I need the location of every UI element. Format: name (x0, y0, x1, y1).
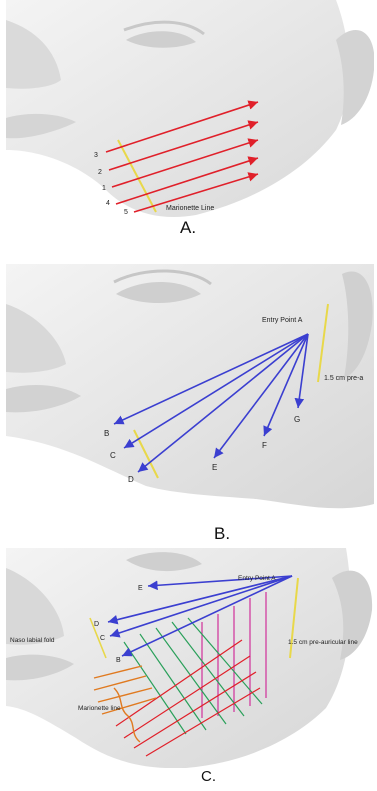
panel-b-illustration: Entry Point A 1.5 cm pre-a B C D E F G (6, 264, 374, 526)
panel-a: 3 2 1 4 5 Marionette Line (6, 0, 374, 222)
point-b-label: B (116, 657, 121, 664)
panel-a-illustration: 3 2 1 4 5 Marionette Line (6, 0, 374, 222)
point-d-label: D (128, 475, 134, 484)
nasolabial-label: Naso labial fold (10, 637, 55, 644)
vector-number-1: 1 (102, 185, 106, 192)
preauricular-label: 1.5 cm pre-a (324, 375, 363, 382)
caption-b: B. (214, 524, 230, 544)
point-g-label: G (294, 415, 300, 424)
point-e-label: E (212, 463, 217, 472)
point-b-label: B (104, 429, 109, 438)
panel-c: Entry Point A E D C B Naso labial fold 1… (6, 548, 374, 768)
point-c-label: C (110, 451, 116, 460)
panel-c-illustration: Entry Point A E D C B Naso labial fold 1… (6, 548, 374, 768)
preauricular-label: 1.5 cm pre-auricular line (288, 639, 358, 646)
vector-number-5: 5 (124, 209, 128, 216)
point-e-label: E (138, 585, 143, 592)
panel-b: Entry Point A 1.5 cm pre-a B C D E F G (6, 264, 374, 526)
vector-number-3: 3 (94, 152, 98, 159)
point-d-label: D (94, 621, 99, 628)
vector-number-2: 2 (98, 169, 102, 176)
marionette-line-label: Marionette Line (166, 205, 214, 212)
marionette-line-label: Marionette line (78, 705, 121, 712)
point-f-label: F (262, 441, 267, 450)
point-c-label: C (100, 635, 105, 642)
caption-a: A. (180, 218, 196, 238)
entry-point-label: Entry Point A (238, 575, 276, 582)
vector-number-4: 4 (106, 200, 110, 207)
entry-point-label: Entry Point A (262, 317, 303, 324)
caption-c: C. (201, 768, 216, 785)
